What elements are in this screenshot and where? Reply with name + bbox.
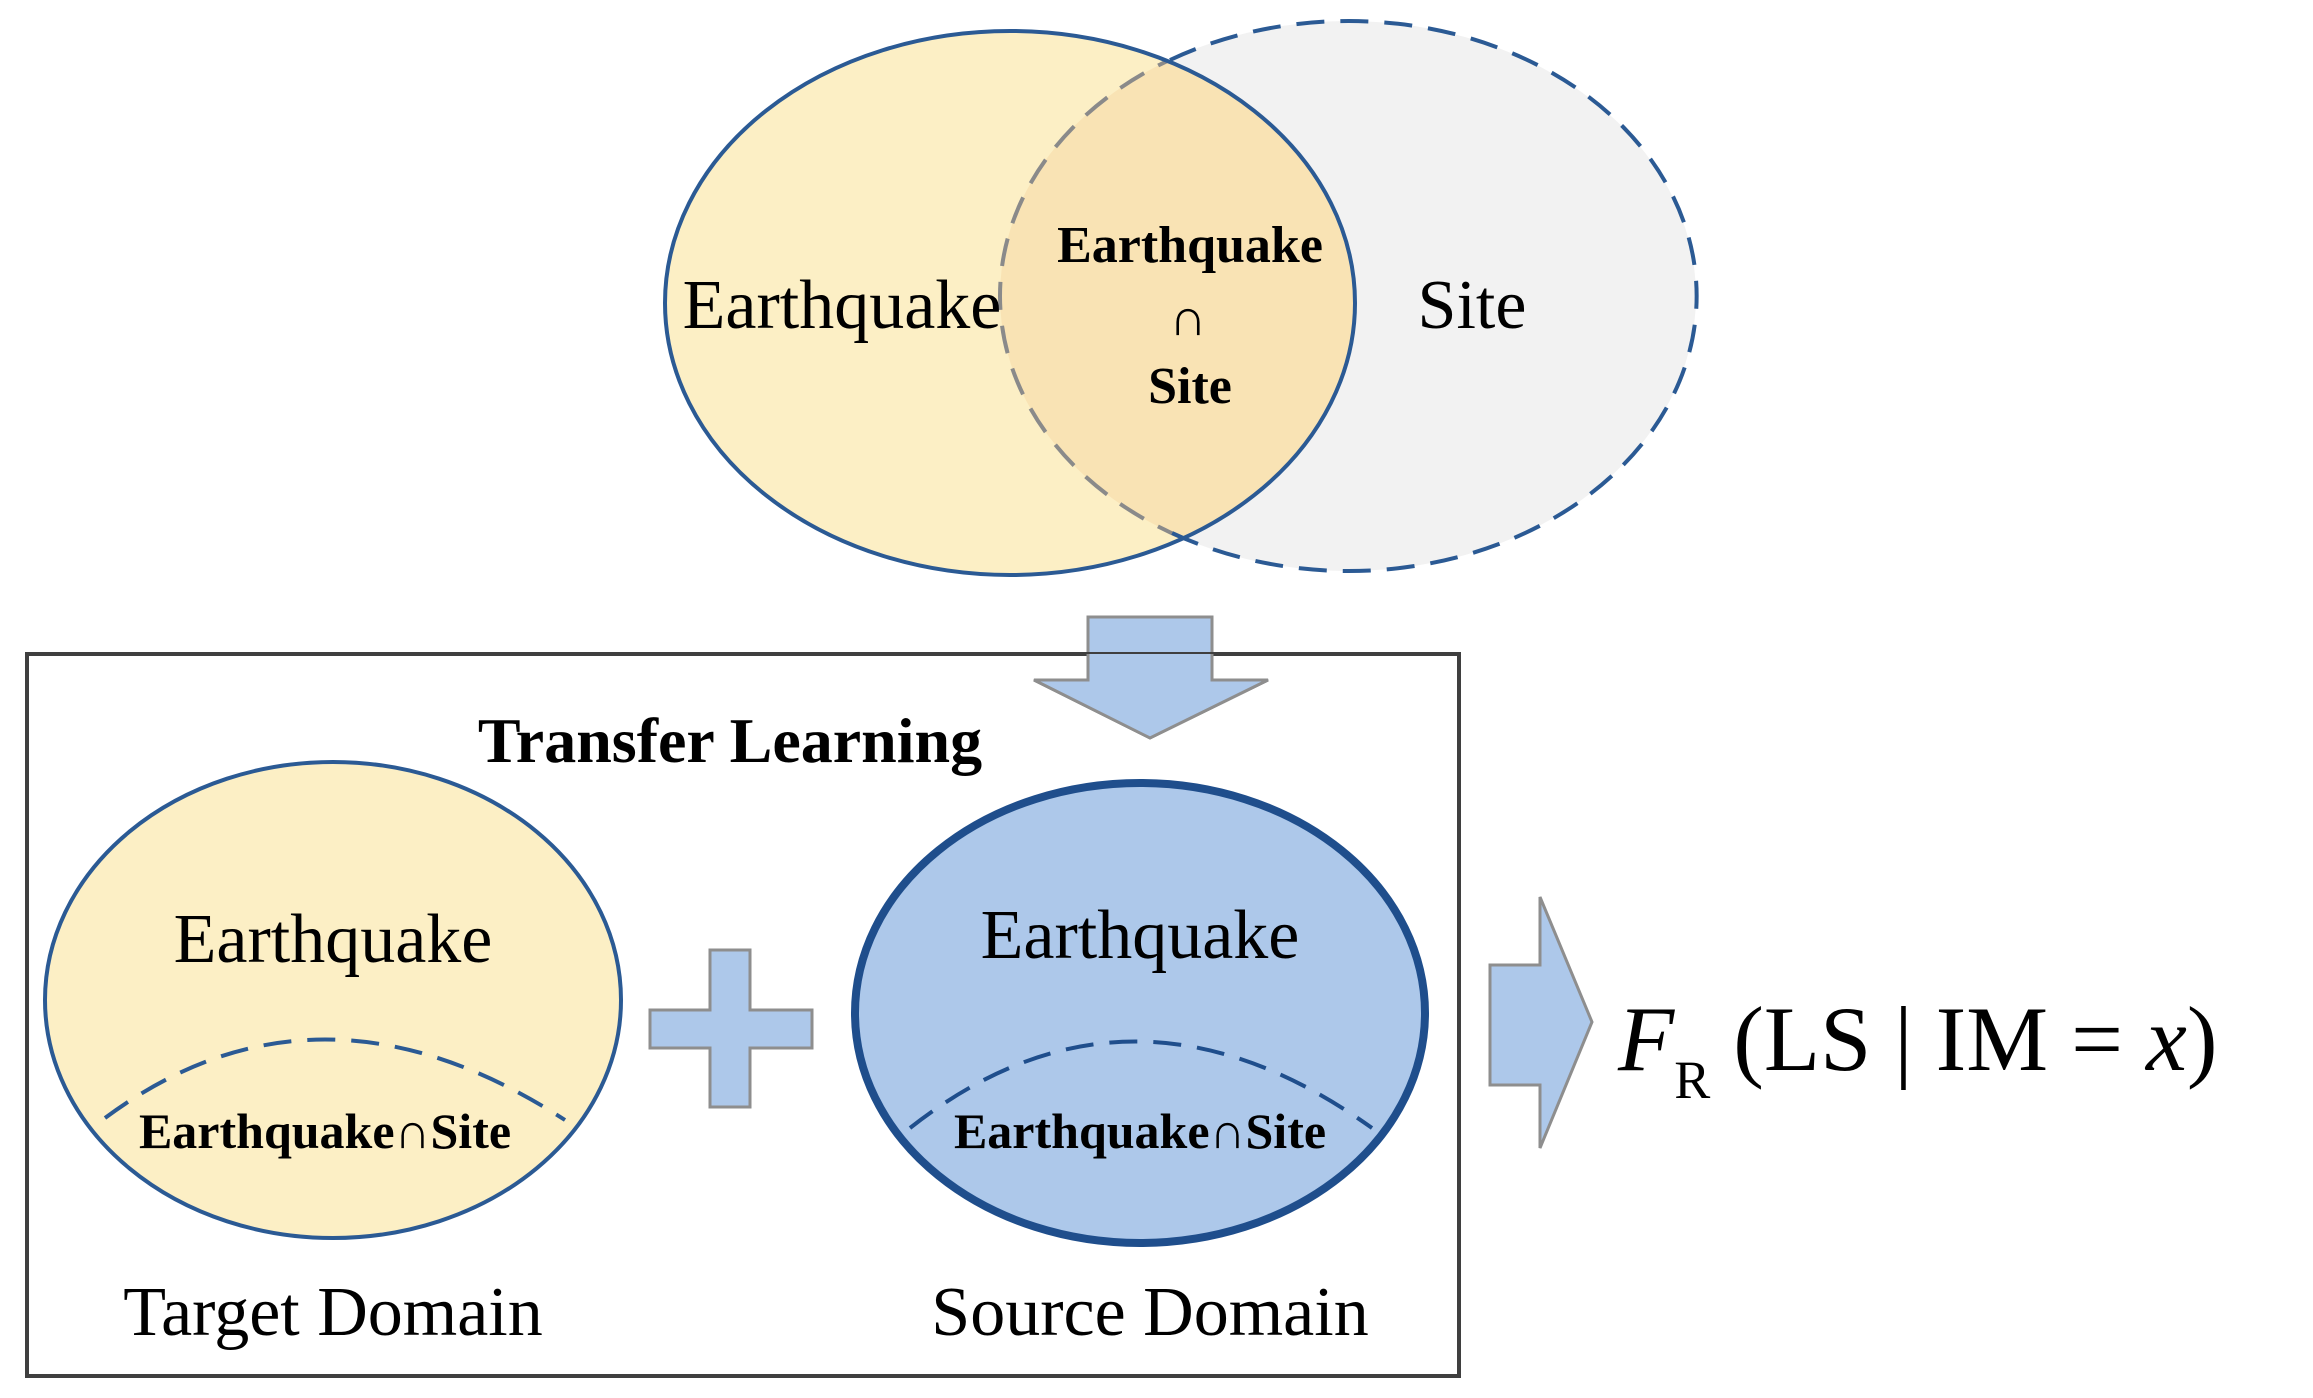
intersection-label-bottom: Site <box>1148 358 1232 415</box>
plus-sign <box>648 948 814 1109</box>
venn-diagram: Earthquake Site Earthquake ∩ Site <box>663 19 1699 577</box>
target-domain-label: Earthquake <box>174 901 493 978</box>
formula-variable: x <box>2144 988 2187 1090</box>
down-arrow-tip-outline <box>1033 654 1269 740</box>
right-arrow <box>1488 896 1594 1149</box>
target-domain-ellipse <box>43 760 623 1240</box>
source-intersection-arc <box>908 1039 1374 1130</box>
source-domain-ellipse <box>851 779 1429 1247</box>
formula-close: ) <box>2187 988 2218 1090</box>
source-domain-caption: Source Domain <box>931 1274 1368 1351</box>
formula-body: (LS | IM = <box>1710 988 2146 1090</box>
fragility-formula: FR (LS | IM = x) <box>1617 988 2217 1110</box>
venn-right-label: Site <box>1418 267 1527 344</box>
source-intersection-label: Earthquake∩Site <box>954 1103 1326 1159</box>
target-intersection-arc <box>103 1037 567 1122</box>
intersection-region <box>1000 31 1355 571</box>
source-domain: Earthquake Earthquake∩Site Source Domain <box>851 779 1429 1351</box>
transfer-learning-frame <box>25 652 1461 1378</box>
formula-F: F <box>1617 988 1675 1090</box>
down-arrow-tip <box>1034 654 1268 738</box>
venn-left-label: Earthquake <box>683 267 1002 344</box>
intersection-label-top: Earthquake <box>1057 217 1323 274</box>
intersection-symbol: ∩ <box>1169 290 1206 347</box>
source-domain-label: Earthquake <box>981 897 1300 974</box>
transfer-learning-title: Transfer Learning <box>478 705 982 776</box>
earthquake-set-outline <box>663 29 1357 577</box>
target-domain: Earthquake Earthquake∩Site Target Domain <box>43 760 623 1351</box>
target-intersection-label: Earthquake∩Site <box>139 1103 511 1159</box>
target-domain-caption: Target Domain <box>123 1274 543 1351</box>
site-set-outline <box>1169 19 1699 573</box>
formula-subscript: R <box>1674 1050 1710 1110</box>
